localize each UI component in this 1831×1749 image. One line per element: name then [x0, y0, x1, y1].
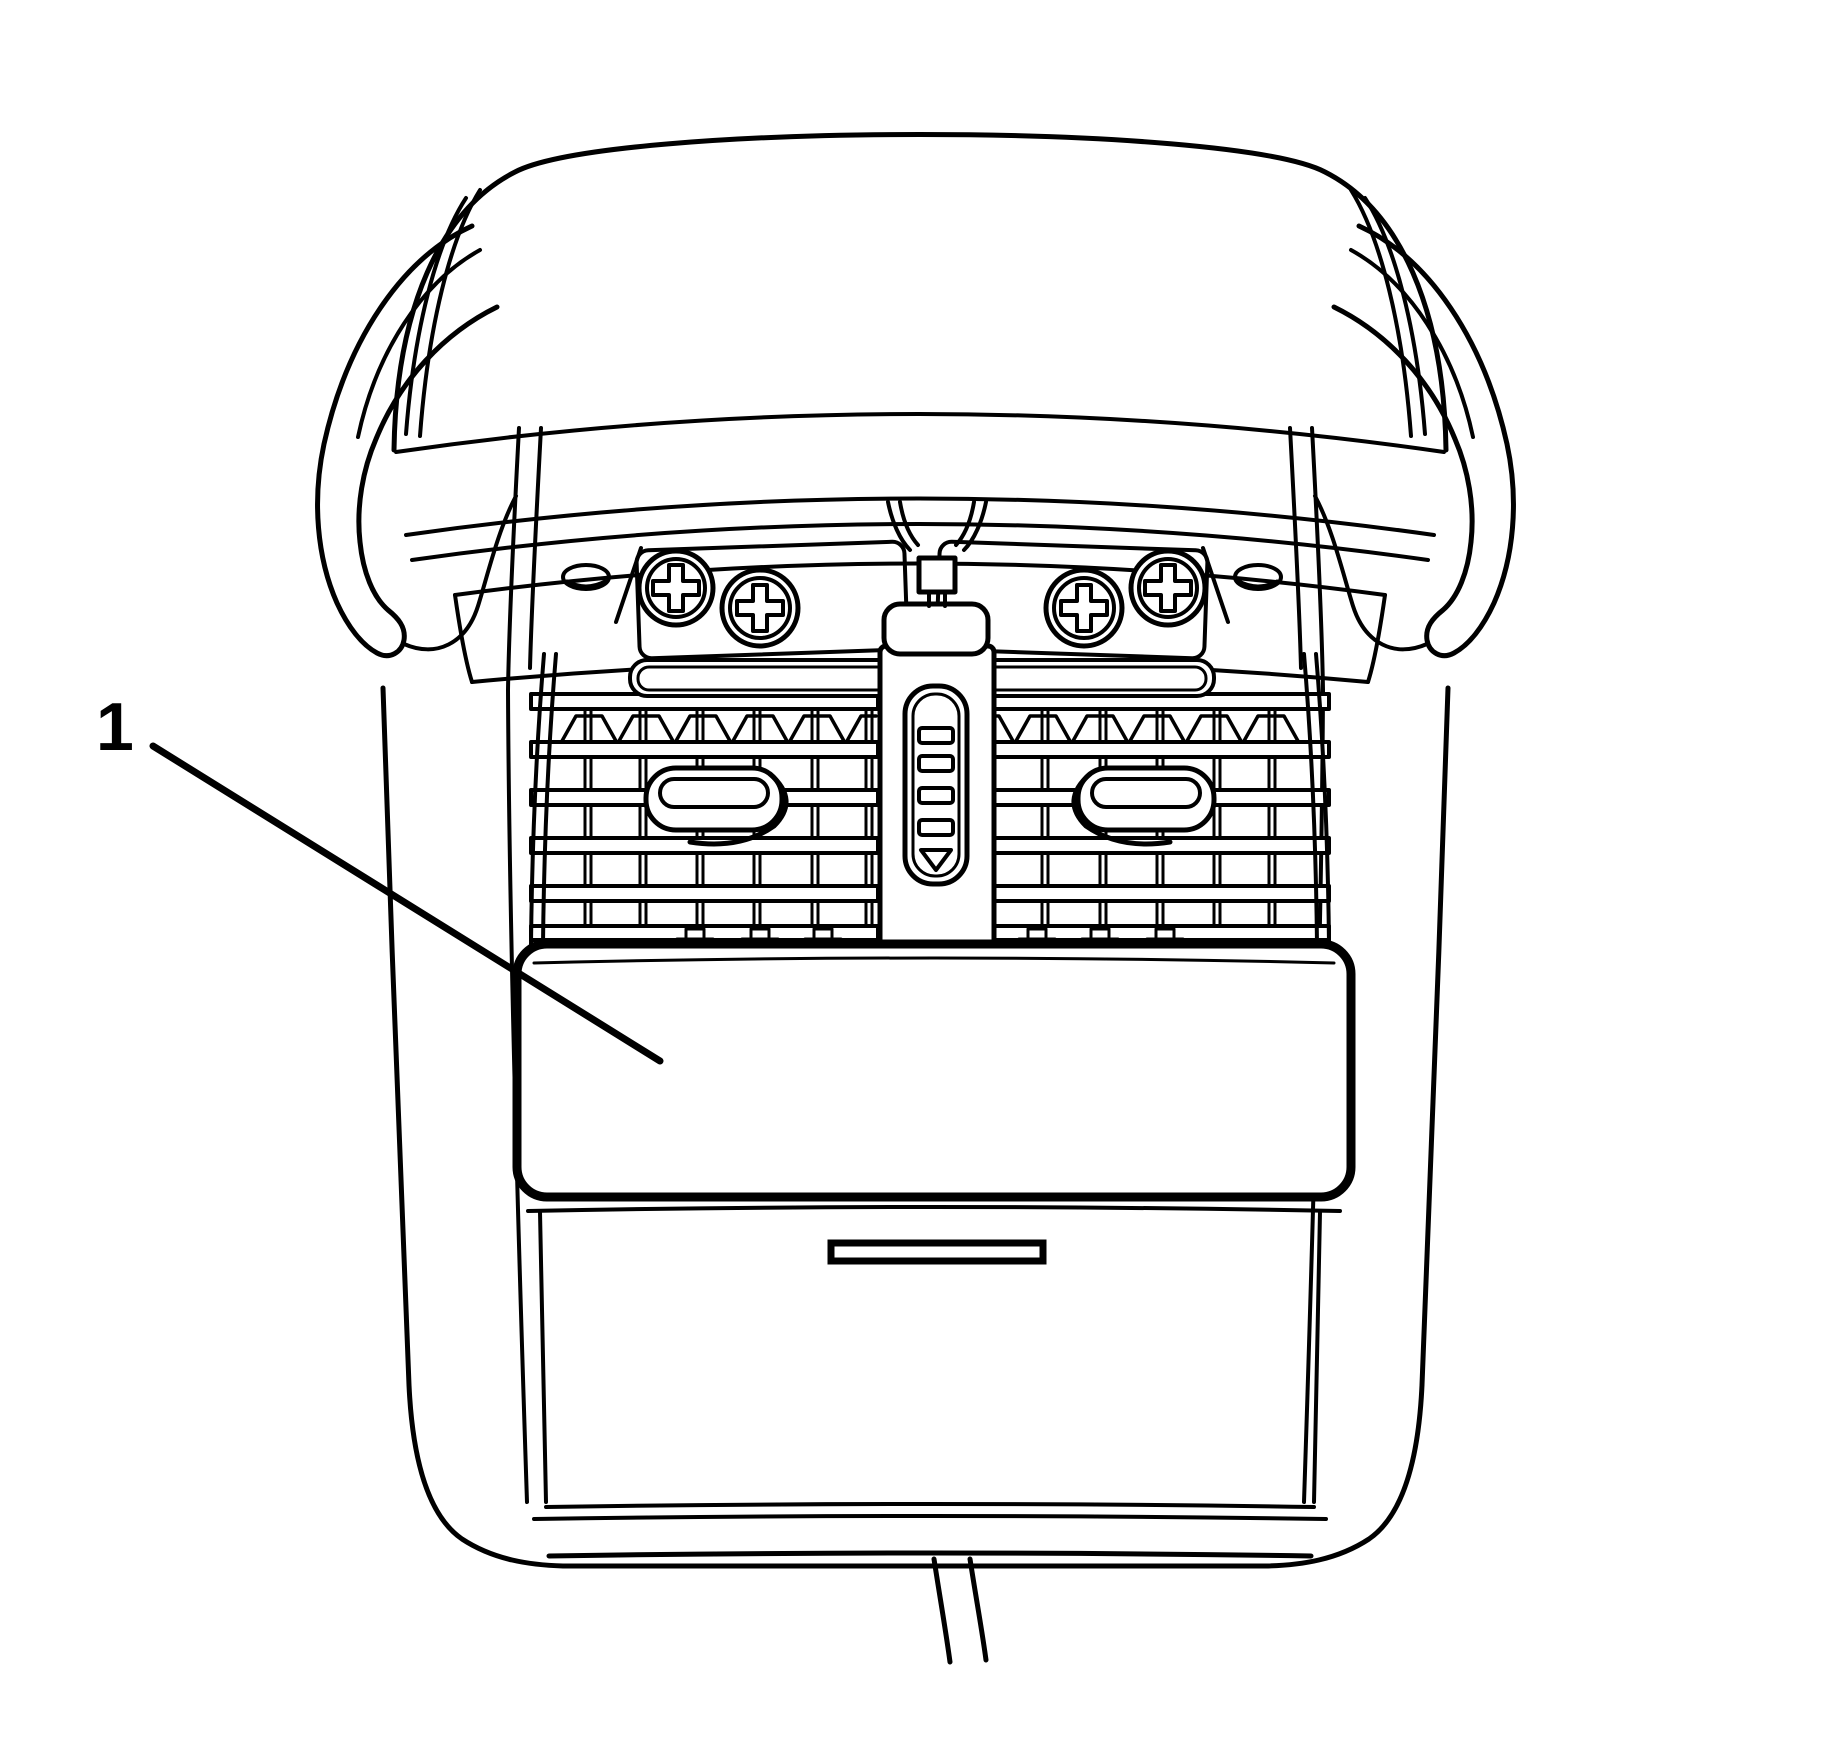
slider-down-arrow-icon — [919, 848, 953, 872]
bracket-clip — [916, 555, 958, 595]
trim-slash-line — [614, 546, 643, 624]
phillips-screw — [719, 567, 801, 649]
vent-thumbwheel[interactable] — [643, 765, 789, 847]
storage-door-panel[interactable] — [512, 939, 1356, 1202]
callout-1-leader-line — [149, 742, 664, 1065]
vent-side-edge — [529, 652, 558, 946]
fastener-group-left — [561, 539, 910, 661]
console-shell — [380, 426, 1451, 1569]
vent-center-column — [877, 500, 997, 952]
wiring-strap — [931, 1556, 989, 1665]
vent-fin-zigzag — [560, 714, 878, 743]
door-side-edge — [538, 1210, 548, 1504]
slider-detent — [917, 818, 955, 837]
slider-detent — [917, 754, 955, 773]
lower-compartment-door[interactable] — [526, 1205, 1342, 1559]
vent-feet-tabs — [675, 927, 843, 941]
mounting-bracket — [886, 500, 988, 608]
air-vent-grille — [529, 652, 1329, 1504]
screw-mounting-plate — [634, 539, 910, 661]
fastener-strip — [561, 539, 1281, 661]
oval-vent-hole — [561, 563, 611, 591]
left-bolster — [315, 223, 518, 659]
phillips-screw — [636, 548, 716, 628]
slider-detent — [917, 786, 955, 805]
vent-half — [529, 652, 880, 1504]
column-cap — [881, 601, 991, 657]
callout-1-label: 1 — [96, 689, 134, 765]
side-panel-edge — [506, 426, 543, 1504]
callout-1: 1 — [96, 689, 664, 1065]
door-handle-slot[interactable] — [827, 1239, 1047, 1265]
mode-slider[interactable] — [902, 683, 970, 887]
slider-detent — [917, 726, 955, 745]
headrest-cushion — [391, 132, 1449, 454]
